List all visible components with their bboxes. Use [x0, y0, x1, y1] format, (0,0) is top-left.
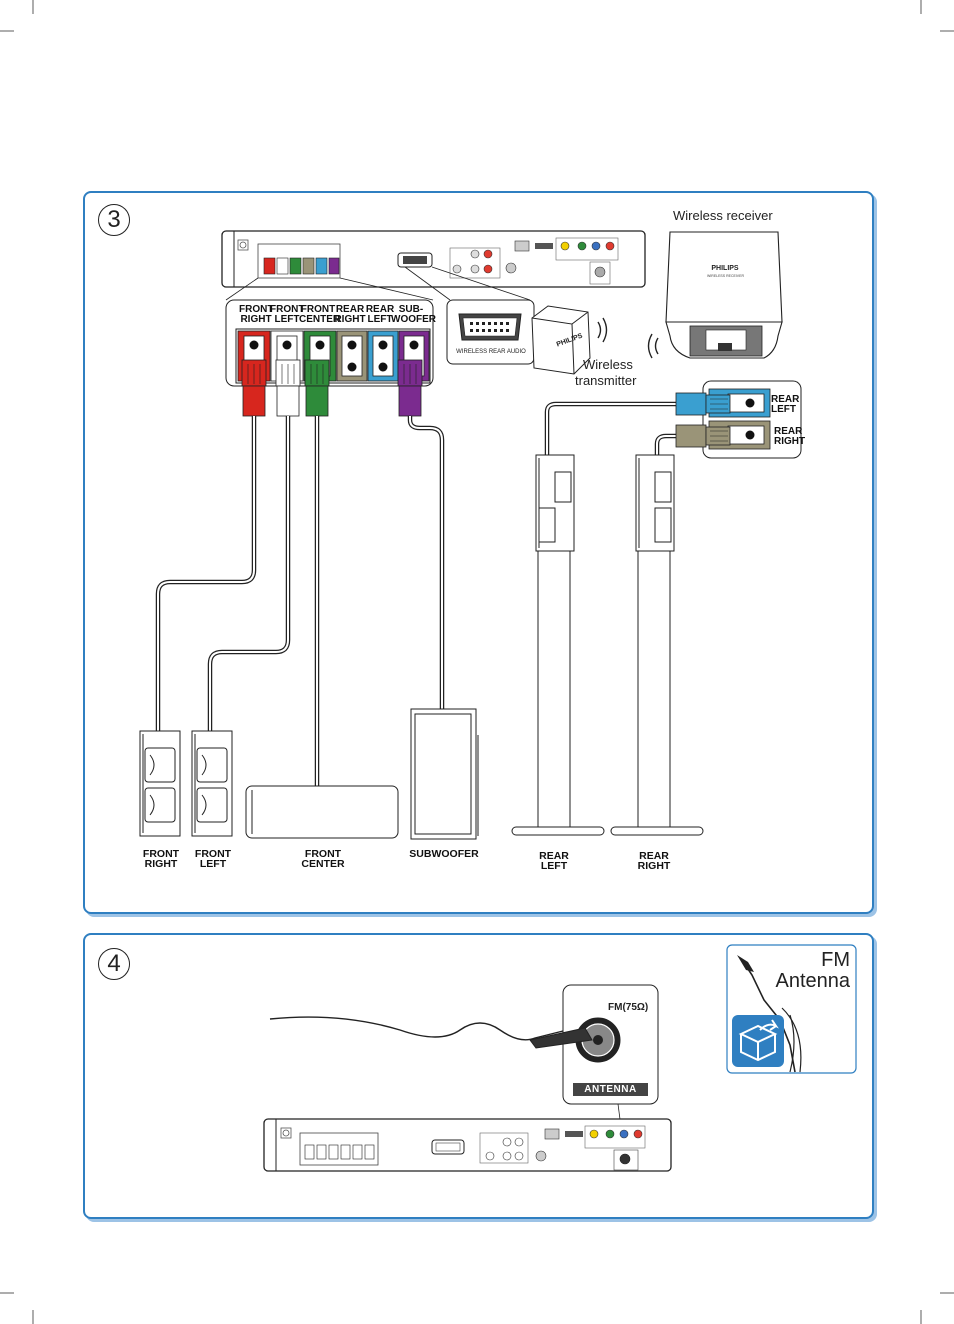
wireless-transmitter-label-1: Wireless	[583, 357, 633, 372]
speaker-rear-left	[511, 454, 605, 836]
wireless-transmitter-label-2: transmitter	[575, 373, 637, 388]
wireless-receiver	[647, 231, 783, 359]
jack-label-subwoofer: SUB-WOOFER	[391, 304, 436, 325]
speaker-front-center	[245, 785, 399, 839]
step-4-number: 4	[98, 948, 130, 980]
fm-title: FM	[821, 949, 850, 971]
antenna-wire	[269, 1016, 576, 1041]
wireless-rear-audio-label: WIRELESS REAR AUDIO	[456, 349, 526, 355]
antenna-jack-zoom	[529, 984, 659, 1151]
speaker-rear-right	[610, 454, 704, 836]
speaker-front-left	[191, 730, 233, 837]
main-unit-step4	[263, 1118, 672, 1172]
speaker-front-right	[139, 730, 181, 837]
receiver-jacks-zoom	[675, 380, 802, 459]
wireless-transmitter	[531, 305, 608, 375]
speaker-label-subwoofer: SUBWOOFER	[409, 848, 479, 860]
receiver-subtitle: WIRELESS RECEIVER	[707, 274, 744, 278]
step-3-number: 3	[98, 204, 130, 236]
fm-jack-label: FM(75Ω)	[608, 1002, 649, 1013]
speaker-subwoofer	[410, 708, 479, 840]
fm-subtitle: Antenna	[775, 970, 850, 992]
wireless-rear-audio-zoom	[446, 299, 535, 365]
main-unit-back-panel	[221, 230, 646, 288]
receiver-brand: PHILIPS	[711, 265, 739, 272]
fm-antenna-accessory	[726, 944, 857, 1074]
antenna-label: ANTENNA	[584, 1084, 637, 1095]
speaker-jacks-zoom	[225, 299, 434, 417]
wireless-receiver-label: Wireless receiver	[673, 208, 773, 223]
